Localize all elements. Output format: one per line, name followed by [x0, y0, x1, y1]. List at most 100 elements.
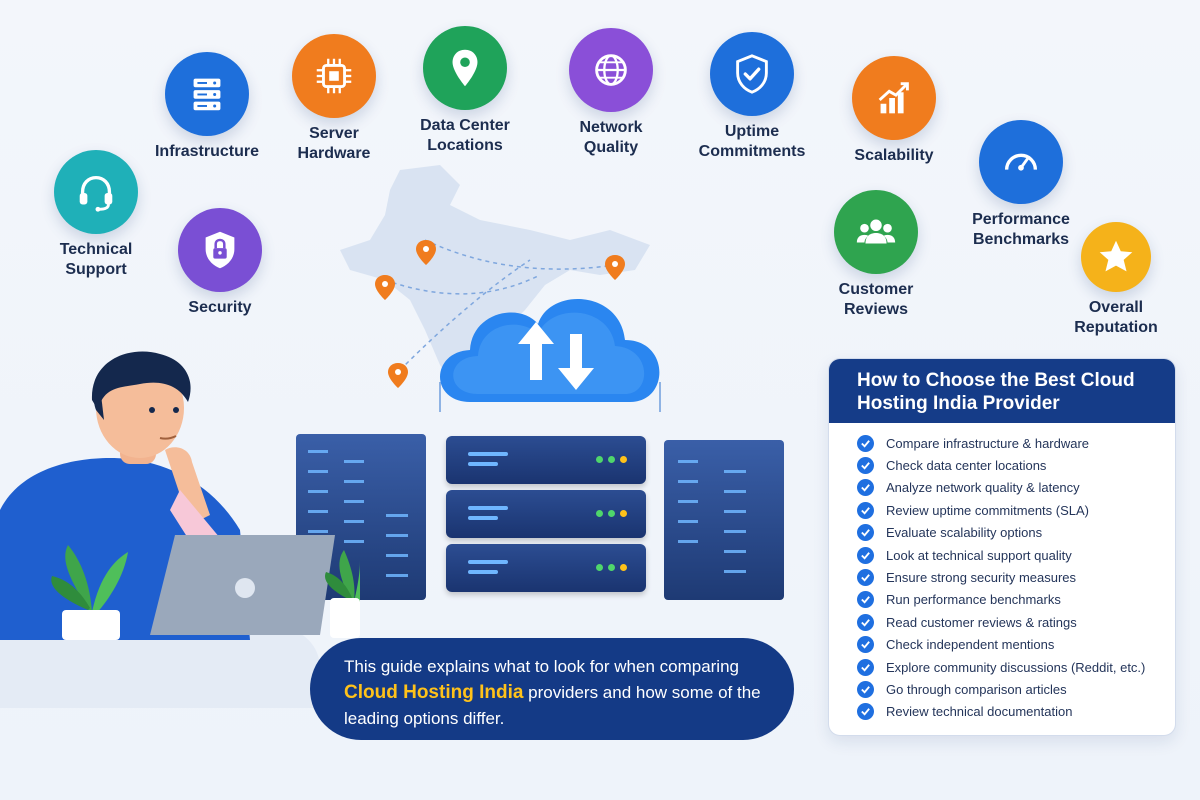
checklist-item: Read customer reviews & ratings [857, 611, 1175, 633]
feature-network-quality: Network Quality [536, 28, 686, 158]
checklist-item: Check independent mentions [857, 634, 1175, 656]
check-icon [857, 546, 874, 564]
growth-chart-icon [878, 82, 909, 114]
check-icon [857, 457, 874, 475]
checklist-item: Analyze network quality & latency [857, 477, 1175, 499]
feature-label: Technical Support [59, 241, 133, 278]
checklist-item: Explore community discussions (Reddit, e… [857, 656, 1175, 678]
check-icon [857, 636, 874, 654]
feature-label: Scalability [854, 147, 934, 164]
checklist-item-text: Analyze network quality & latency [886, 480, 1080, 496]
headset-icon [79, 175, 113, 212]
star-icon [1099, 240, 1133, 272]
check-icon [857, 569, 874, 587]
checklist-item-text: Evaluate scalability options [886, 525, 1043, 541]
check-icon [857, 501, 874, 519]
checklist-item: Review uptime commitments (SLA) [857, 499, 1175, 521]
checklist-title: How to Choose the Best Cloud Hosting Ind… [829, 359, 1175, 423]
checklist-item-text: Look at technical support quality [886, 547, 1072, 563]
infrastructure-badge [165, 52, 249, 136]
checklist: Compare infrastructure & hardware Check … [829, 423, 1175, 723]
checklist-item-text: Review uptime commitments (SLA) [886, 502, 1089, 518]
cloud-upload-download-icon [439, 298, 661, 412]
data-center-locations-badge [423, 26, 507, 110]
checklist-item-text: Check independent mentions [886, 637, 1055, 653]
shield-check-icon [736, 54, 768, 94]
feature-performance-benchmarks: Performance Benchmarks [946, 120, 1096, 250]
checklist-item: Run performance benchmarks [857, 589, 1175, 611]
checklist-panel: How to Choose the Best Cloud Hosting Ind… [828, 358, 1176, 736]
check-icon [857, 613, 874, 631]
feature-label: Server Hardware [297, 125, 371, 162]
server-stack-icon [193, 78, 221, 111]
feature-label: Security [188, 299, 252, 316]
feature-label: Network Quality [579, 119, 643, 156]
checklist-item: Compare infrastructure & hardware [857, 432, 1175, 454]
feature-label: Customer Reviews [838, 281, 914, 318]
network-quality-badge [569, 28, 653, 112]
india-map-graphic [340, 165, 650, 395]
guide-caption: This guide explains what to look for whe… [310, 638, 794, 740]
check-icon [857, 680, 874, 698]
server-unit [446, 544, 646, 592]
checklist-item-text: Ensure strong security measures [886, 570, 1077, 586]
checklist-item-text: Read customer reviews & ratings [886, 614, 1077, 630]
server-hardware-badge [292, 34, 376, 118]
users-icon [856, 219, 896, 244]
checklist-item-text: Check data center locations [886, 458, 1047, 474]
performance-benchmarks-badge [979, 120, 1063, 204]
checklist-item-text: Go through comparison articles [886, 681, 1067, 697]
uptime-commitments-badge [710, 32, 794, 116]
scalability-badge [852, 56, 936, 140]
server-stack [446, 436, 646, 598]
caption-text-after: providers and how some of the leading op… [344, 683, 761, 728]
checklist-item: Go through comparison articles [857, 678, 1175, 700]
feature-security: Security [145, 208, 295, 318]
checklist-item: Check data center locations [857, 454, 1175, 476]
feature-technical-support: Technical Support [21, 150, 171, 280]
feature-server-hardware: Server Hardware [259, 34, 409, 164]
checklist-item-text: Compare infrastructure & hardware [886, 435, 1090, 451]
check-icon [857, 658, 874, 676]
globe-icon [595, 54, 627, 86]
desk [0, 628, 320, 708]
check-icon [857, 703, 874, 721]
feature-label: Overall Reputation [1074, 299, 1158, 336]
feature-label: Performance Benchmarks [972, 211, 1070, 248]
check-icon [857, 524, 874, 542]
security-badge [178, 208, 262, 292]
rack-right-lights [678, 460, 746, 573]
server-unit [446, 490, 646, 538]
feature-infrastructure: Infrastructure [132, 52, 282, 162]
feature-label: Uptime Commitments [698, 123, 806, 160]
server-unit [446, 436, 646, 484]
caption-highlight: Cloud Hosting India [344, 682, 524, 703]
checklist-item: Evaluate scalability options [857, 522, 1175, 544]
checklist-item-text: Review technical documentation [886, 704, 1073, 720]
caption-text-before: This guide explains what to look for whe… [344, 657, 739, 676]
feature-data-center-locations: Data Center Locations [390, 26, 540, 156]
person-with-laptop-illustration [0, 351, 360, 640]
feature-scalability: Scalability [819, 56, 969, 166]
speedometer-icon [1004, 153, 1038, 171]
feature-customer-reviews: Customer Reviews [801, 190, 951, 320]
feature-overall-reputation: Overall Reputation [1041, 222, 1191, 338]
check-icon [857, 591, 874, 609]
check-icon [857, 479, 874, 497]
customer-reviews-badge [834, 190, 918, 274]
chip-icon [316, 58, 352, 94]
checklist-item: Ensure strong security measures [857, 566, 1175, 588]
lock-shield-icon [205, 231, 235, 269]
feature-uptime-commitments: Uptime Commitments [677, 32, 827, 162]
location-pin-icon [452, 49, 478, 87]
checklist-item-text: Run performance benchmarks [886, 592, 1061, 608]
feature-label: Data Center Locations [420, 117, 510, 154]
overall-reputation-badge [1081, 222, 1151, 292]
feature-label: Infrastructure [154, 143, 260, 160]
checklist-item: Look at technical support quality [857, 544, 1175, 566]
checklist-item: Review technical documentation [857, 701, 1175, 723]
check-icon [857, 434, 874, 452]
technical-support-badge [54, 150, 138, 234]
checklist-item-text: Explore community discussions (Reddit, e… [886, 659, 1146, 675]
